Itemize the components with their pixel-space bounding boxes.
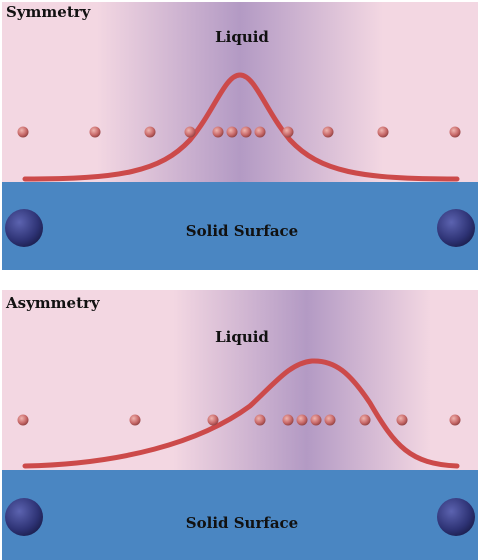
asymmetry-panel: Asymmetry Liquid Solid Surface xyxy=(0,288,480,560)
particle xyxy=(254,126,266,138)
surface-atom xyxy=(5,498,43,536)
density-curve xyxy=(22,358,460,469)
particle xyxy=(449,414,461,426)
liquid-region xyxy=(2,290,478,470)
asymmetry-diagram xyxy=(2,290,478,560)
solid-surface xyxy=(2,182,478,270)
particle xyxy=(324,414,336,426)
surface-atom xyxy=(437,498,475,536)
symmetry-panel: Symmetry Liquid Solid Surface xyxy=(0,0,480,272)
particle xyxy=(129,414,141,426)
particle-row xyxy=(17,414,461,426)
particle xyxy=(282,126,294,138)
particle xyxy=(296,414,308,426)
symmetry-diagram xyxy=(2,2,478,270)
solid-surface xyxy=(2,470,478,560)
particle-row xyxy=(17,126,461,138)
surface-atom xyxy=(5,209,43,247)
particle xyxy=(310,414,322,426)
solid-surface-label: Solid Surface xyxy=(185,222,299,240)
particle xyxy=(359,414,371,426)
particle xyxy=(322,126,334,138)
particle xyxy=(396,414,408,426)
panel-title: Symmetry xyxy=(6,3,91,21)
particle xyxy=(17,414,29,426)
particle xyxy=(449,126,461,138)
particle xyxy=(377,126,389,138)
particle xyxy=(184,126,196,138)
particle xyxy=(17,126,29,138)
panel-title: Asymmetry xyxy=(6,294,100,312)
density-curve xyxy=(22,72,460,182)
particle xyxy=(89,126,101,138)
particle xyxy=(226,126,238,138)
particle xyxy=(254,414,266,426)
surface-atom xyxy=(437,209,475,247)
liquid-label: Liquid xyxy=(215,28,269,46)
particle xyxy=(282,414,294,426)
liquid-label: Liquid xyxy=(215,328,269,346)
particle xyxy=(207,414,219,426)
particle xyxy=(240,126,252,138)
particle xyxy=(144,126,156,138)
particle xyxy=(212,126,224,138)
solid-surface-label: Solid Surface xyxy=(185,514,299,532)
liquid-region xyxy=(2,2,478,182)
